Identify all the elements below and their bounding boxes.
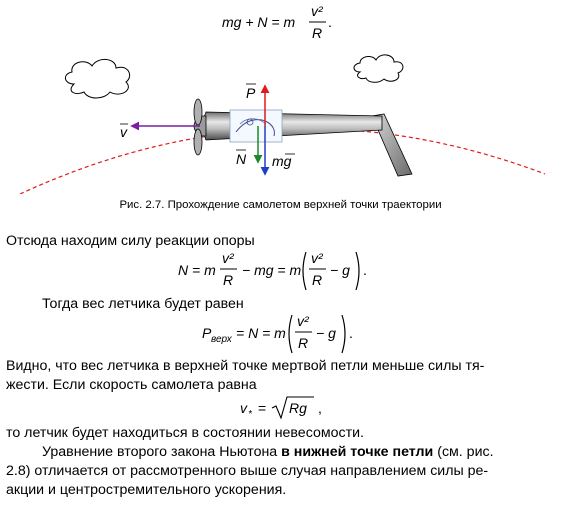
paragraph-pilot-weight: Тогда вес летчика будет равен xyxy=(42,296,244,312)
svg-text:− g: − g xyxy=(316,325,336,341)
trajectory-arc xyxy=(19,127,546,194)
svg-text:v²: v² xyxy=(311,250,324,266)
reaction-N-label: N xyxy=(236,151,247,167)
bold-bottom-point: в нижней точке петли xyxy=(281,444,434,460)
cloud-right-icon xyxy=(353,54,404,83)
eq-top-denominator: R xyxy=(312,25,322,41)
equation-critical-speed: v * = Rg , xyxy=(240,396,322,420)
gravity-mg-label: mg xyxy=(272,153,292,169)
svg-text:P: P xyxy=(202,325,212,341)
eq-top-lhs: mg + N = m xyxy=(222,14,295,30)
eq-top-numerator: v² xyxy=(311,3,324,19)
velocity-label: v xyxy=(120,124,128,140)
svg-text:Rg: Rg xyxy=(289,400,307,416)
svg-text:R: R xyxy=(298,335,308,351)
svg-text:R: R xyxy=(223,272,233,288)
paragraph-bottom-point: Уравнение второго закона Ньютона в нижне… xyxy=(42,444,494,460)
figure-caption: Рис. 2.7. Прохождение самолетом верхней … xyxy=(119,199,442,211)
svg-text:.: . xyxy=(349,325,353,341)
svg-text:v²: v² xyxy=(297,313,310,329)
svg-text:v: v xyxy=(240,400,248,416)
svg-text:= N = m: = N = m xyxy=(236,325,286,341)
svg-text:,: , xyxy=(318,400,322,416)
paragraph-weightlessness: то летчик будет находиться в состоянии н… xyxy=(6,425,364,441)
svg-text:N = m: N = m xyxy=(178,262,216,278)
equation-reaction: N = m v² R − mg = m v² R − g . xyxy=(178,250,367,291)
propeller-icon xyxy=(193,98,203,156)
paragraph-bottom-point-line2: 2.8) отличается от рассмотренного выше с… xyxy=(6,463,489,479)
svg-text:.: . xyxy=(363,262,367,278)
svg-text:− g: − g xyxy=(330,262,350,278)
cockpit-pilot xyxy=(229,109,283,143)
paragraph-conclusion-line2: жести. Если скорость самолета равна xyxy=(6,377,257,393)
paragraph-conclusion-line1: Видно, что вес летчика в верхней точке м… xyxy=(6,358,485,374)
svg-text:*: * xyxy=(248,409,253,420)
eq-top-end: . xyxy=(328,14,332,30)
svg-text:v²: v² xyxy=(222,250,235,266)
svg-text:верх: верх xyxy=(211,334,233,345)
equation-pilot-weight: P верх = N = m v² R − g . xyxy=(202,313,353,354)
paragraph-bottom-point-line3: акции и центростремительного ускорения. xyxy=(6,482,287,498)
svg-text:R: R xyxy=(312,272,322,288)
paragraph-reaction-force: Отсюда находим силу реакции опоры xyxy=(6,233,255,249)
weight-P-label: P xyxy=(246,85,256,101)
figure-airplane-top-point: v P N mg xyxy=(19,54,546,194)
svg-text:− mg = m: − mg = m xyxy=(242,262,301,278)
svg-text:=: = xyxy=(258,400,266,416)
cloud-left-icon xyxy=(65,59,131,99)
equation-top: mg + N = m v² R . xyxy=(222,3,332,41)
